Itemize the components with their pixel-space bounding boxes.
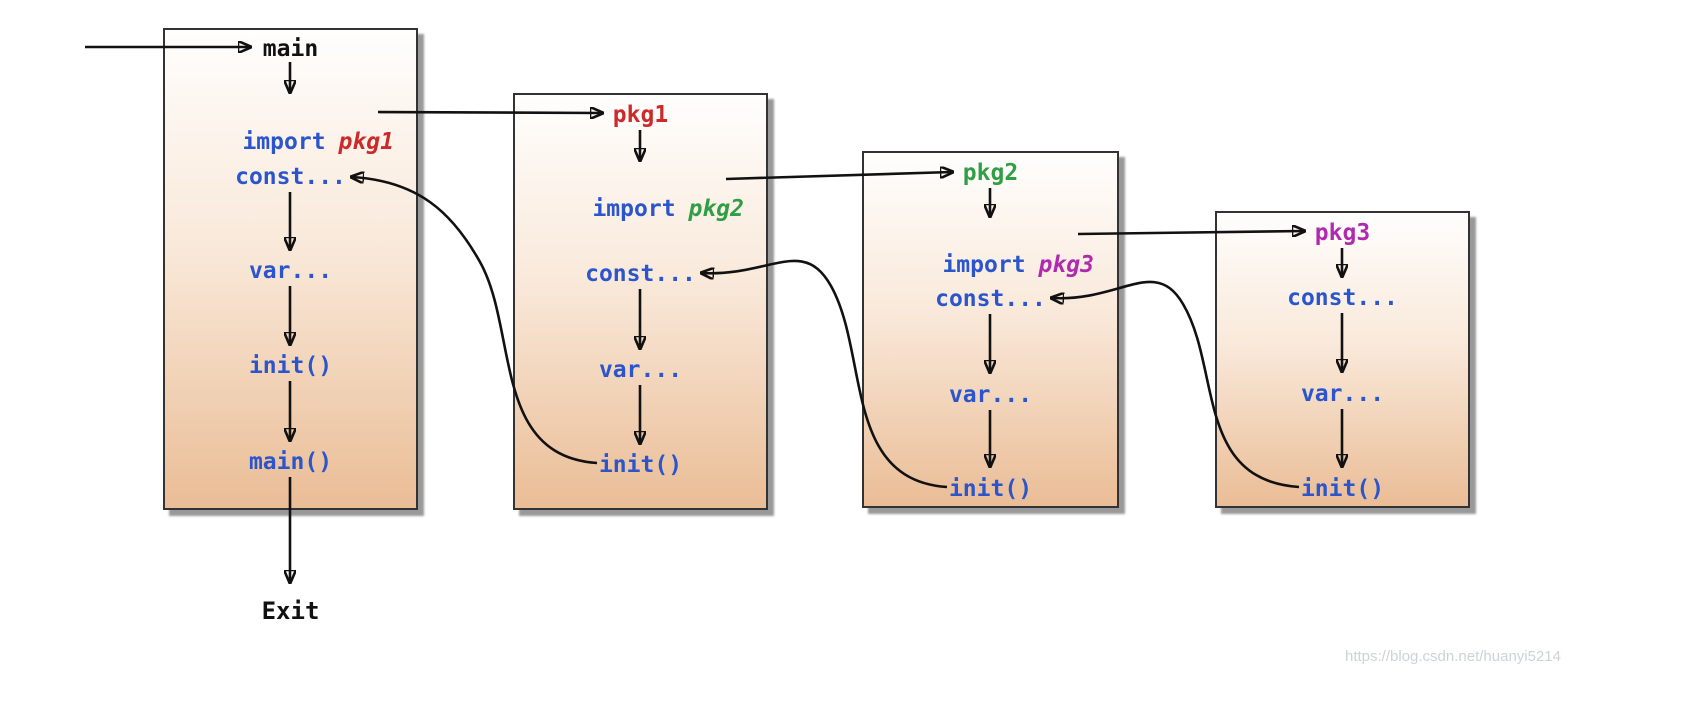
import-keyword: import	[242, 129, 326, 155]
box-pkg2-import-line: import pkg3	[864, 223, 1117, 278]
step-init-pkg3: init()	[1300, 476, 1385, 502]
box-main-title: main	[262, 36, 319, 62]
exit-label: Exit	[261, 597, 320, 625]
box-main-import-line: import pkg1	[165, 100, 416, 155]
step-init-main: init()	[248, 353, 333, 379]
box-pkg2: pkg2 import pkg3 const... var... init()	[862, 151, 1119, 508]
box-pkg1-import-line: import pkg2	[515, 167, 766, 222]
step-var-main: var...	[248, 258, 333, 284]
import-keyword: import	[942, 252, 1026, 278]
import-keyword: import	[592, 196, 676, 222]
step-const-pkg1: const...	[585, 261, 696, 287]
import-target-pkg1: pkg1	[338, 129, 394, 155]
step-init-pkg2: init()	[948, 476, 1033, 502]
box-pkg2-title: pkg2	[962, 160, 1019, 186]
step-var-pkg1: var...	[598, 357, 683, 383]
step-const-pkg2: const...	[935, 286, 1046, 312]
box-main: main import pkg1 const... var... init() m…	[163, 28, 418, 510]
box-pkg1: pkg1 import pkg2 const... var... init()	[513, 93, 768, 510]
step-var-pkg3: var...	[1300, 381, 1385, 407]
box-pkg3-title: pkg3	[1314, 220, 1371, 246]
step-const-main: const...	[235, 164, 346, 190]
step-var-pkg2: var...	[948, 382, 1033, 408]
step-const-pkg3: const...	[1287, 285, 1398, 311]
box-pkg3: pkg3 const... var... init()	[1215, 211, 1470, 508]
step-mainfn-main: main()	[248, 449, 333, 475]
import-target-pkg3: pkg3	[1038, 252, 1094, 278]
step-init-pkg1: init()	[598, 452, 683, 478]
box-pkg1-title: pkg1	[612, 102, 669, 128]
import-target-pkg2: pkg2	[688, 196, 744, 222]
watermark: https://blog.csdn.net/huanyi5214	[1345, 648, 1561, 665]
